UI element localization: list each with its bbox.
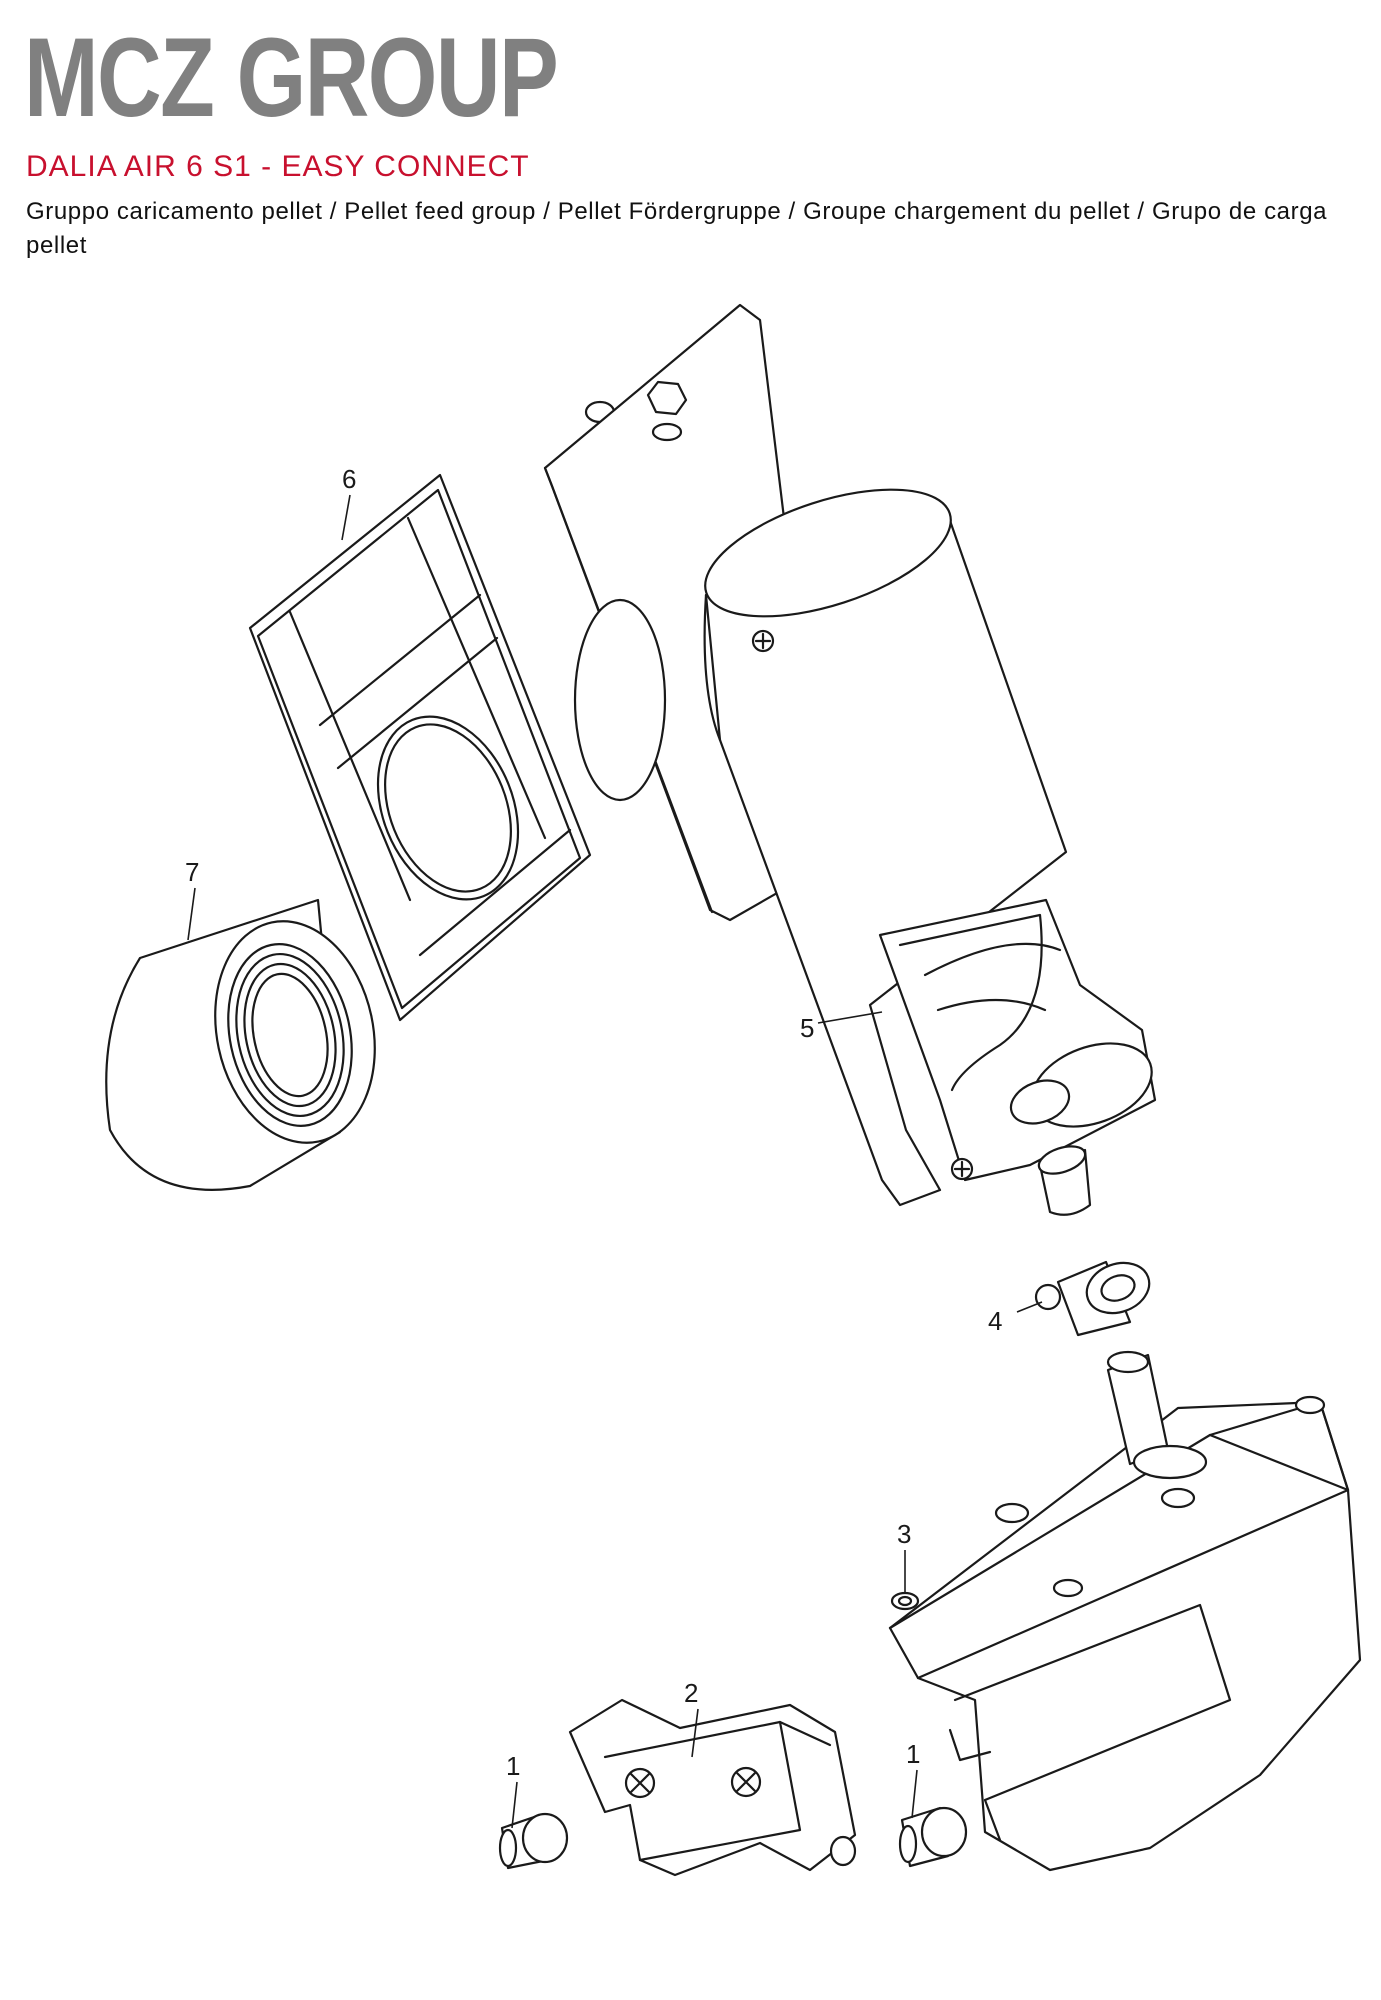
group-description: Gruppo caricamento pellet / Pellet feed … [26,198,1328,259]
leader-lines [187,494,1043,1829]
connection-sleeve-drawing [105,898,376,1191]
gasket-frame-drawing [248,473,592,1022]
part-labels: 6 7 5 4 3 2 1 1 [185,464,1002,1781]
brand-logo: MCZ GROUP [24,15,559,140]
part-label-1-left: 1 [506,1751,520,1781]
part-label-4: 4 [988,1306,1002,1336]
part-label-3: 3 [897,1519,911,1549]
part-label-1-right: 1 [906,1739,920,1769]
gear-motor-drawing [888,1350,1362,1872]
grommets-drawing [498,1806,968,1870]
model-title: DALIA AIR 6 S1 - EASY CONNECT [26,150,530,183]
shaft-bushing-drawing [1034,1260,1151,1337]
part-label-6: 6 [342,464,356,494]
motor-bracket-drawing [568,1698,857,1877]
auger-feed-tube-drawing [543,303,1157,1216]
part-label-5: 5 [800,1013,814,1043]
part-label-7: 7 [185,857,199,887]
part-label-2: 2 [684,1678,698,1708]
